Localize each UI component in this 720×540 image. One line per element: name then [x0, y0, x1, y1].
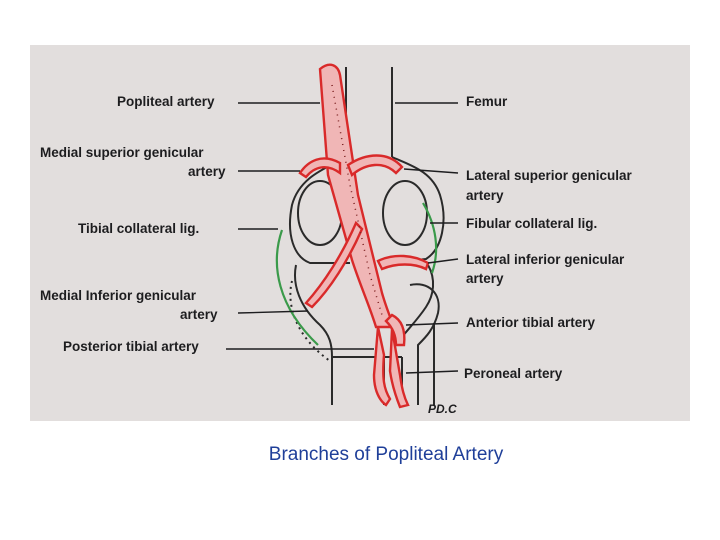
medial-superior-genicular-artery: [298, 157, 342, 179]
label-medial-superior-genicular-line1: Medial superior genicular: [40, 145, 204, 160]
label-lateral-inferior-genicular-line2: artery: [466, 271, 504, 286]
collateral-ligaments: [275, 202, 438, 346]
label-tibial-collateral-lig: Tibial collateral lig.: [78, 221, 199, 236]
label-medial-inferior-genicular-line2: artery: [180, 307, 218, 322]
label-anterior-tibial-artery: Anterior tibial artery: [466, 315, 596, 330]
label-medial-superior-genicular-line2: artery: [188, 164, 226, 179]
slide-caption: Branches of Popliteal Artery: [268, 444, 504, 465]
diagram-panel: Popliteal artery Femur Medial superior g…: [30, 45, 690, 421]
fibular-collateral-ligament: [422, 202, 438, 274]
lateral-inferior-genicular-artery: [376, 254, 430, 271]
label-lateral-inferior-genicular-line1: Lateral inferior genicular: [466, 252, 625, 267]
medial-inferior-genicular-artery: [304, 220, 364, 309]
leader-lines: [226, 102, 459, 374]
label-fibular-collateral-lig: Fibular collateral lig.: [466, 216, 597, 231]
label-lateral-superior-genicular-line2: artery: [466, 188, 504, 203]
tibial-collateral-ligament: [275, 229, 319, 346]
label-medial-inferior-genicular-line1: Medial Inferior genicular: [40, 288, 197, 303]
label-lateral-superior-genicular-line1: Lateral superior genicular: [466, 168, 633, 183]
knee-diagram: Popliteal artery Femur Medial superior g…: [40, 63, 633, 416]
peroneal-artery: [388, 328, 410, 409]
lateral-superior-genicular-artery: [346, 154, 404, 178]
label-posterior-tibial-artery: Posterior tibial artery: [63, 339, 199, 354]
label-femur: Femur: [466, 94, 508, 109]
popliteal-artery-tree: [298, 63, 430, 409]
artist-signature: PD.C: [428, 402, 457, 416]
label-popliteal-artery: Popliteal artery: [117, 94, 215, 109]
posterior-tibial-artery: [372, 326, 392, 407]
label-peroneal-artery: Peroneal artery: [464, 366, 563, 381]
popliteal-artery-trunk: [318, 63, 396, 329]
